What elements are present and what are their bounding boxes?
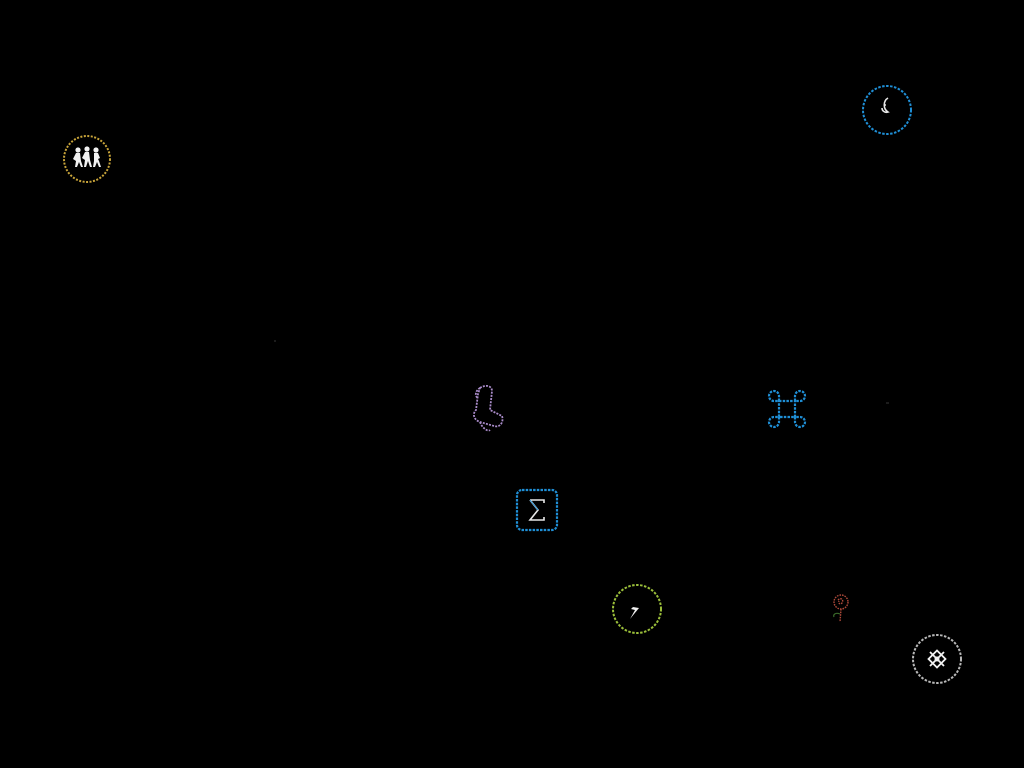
- lightning-leaf-icon[interactable]: [611, 583, 663, 635]
- speck-dot: [274, 340, 276, 342]
- command-key-icon[interactable]: [762, 384, 812, 434]
- scroll-icon[interactable]: [466, 382, 508, 436]
- children-running-icon[interactable]: [62, 134, 112, 184]
- gear-compass-icon[interactable]: [911, 633, 963, 685]
- rose-icon[interactable]: [824, 588, 856, 628]
- speck-dot: [886, 402, 889, 404]
- sigma-sum-icon[interactable]: [514, 487, 560, 533]
- moon-night-icon[interactable]: [861, 84, 913, 136]
